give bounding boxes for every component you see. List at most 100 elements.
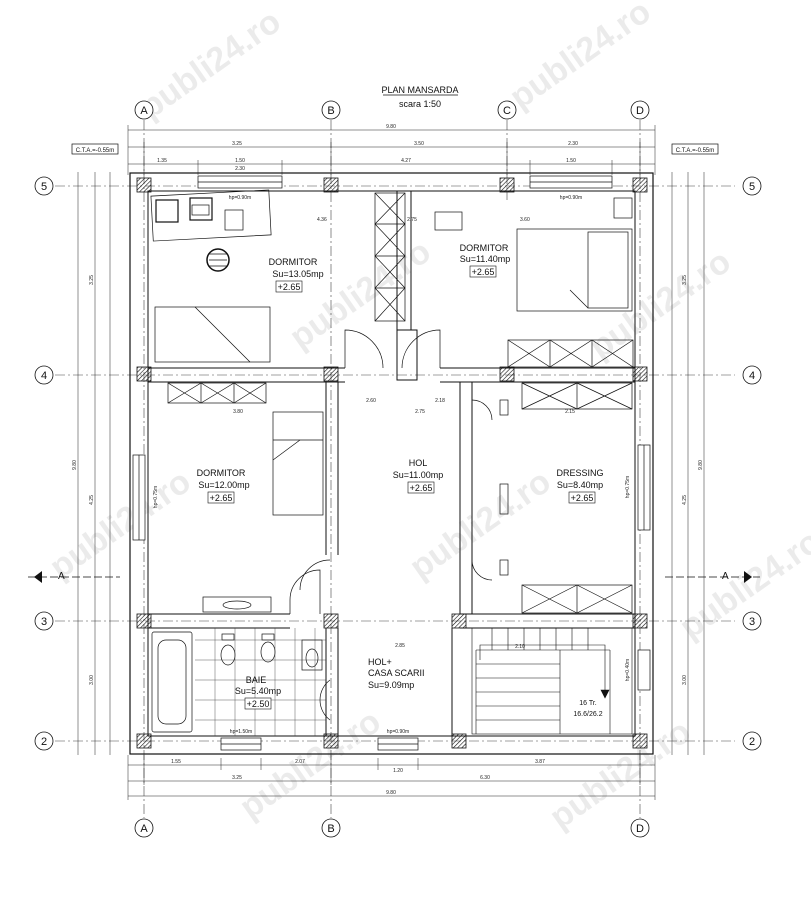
room-level: +2.65 bbox=[278, 282, 301, 292]
axis-label-3: 3 bbox=[41, 616, 47, 628]
dim-bottom-c4: 3.87 bbox=[535, 759, 545, 765]
cta-left: C.T.A.=-0.55m bbox=[76, 148, 115, 154]
bed-single-2 bbox=[272, 411, 324, 516]
axis-label-4: 4 bbox=[41, 370, 47, 382]
stair-ratio: 16.6/26.2 bbox=[573, 711, 602, 718]
bathroom-fixtures bbox=[151, 596, 323, 733]
dim-int-10: 2.75 bbox=[407, 217, 417, 223]
hp-label-4: hp=0.90m bbox=[387, 729, 409, 735]
room-name: BAIE bbox=[246, 675, 267, 685]
axis-label-2: 2 bbox=[41, 736, 47, 748]
room-name: DORMITOR bbox=[197, 468, 246, 478]
dim-top-c: 2.30 bbox=[568, 141, 578, 147]
dim-left-1: 3.25 bbox=[89, 275, 95, 285]
bed-single bbox=[154, 306, 271, 363]
room-name: DORMITOR bbox=[269, 257, 318, 267]
hp-label-7: hp=0.40m bbox=[625, 659, 631, 681]
wardrobes bbox=[167, 192, 634, 614]
axis-label-2: 2 bbox=[749, 736, 755, 748]
room-level: +2.65 bbox=[472, 267, 495, 277]
room-dormitor-2: DORMITOR Su=11.40mp +2.65 bbox=[460, 243, 511, 278]
hp-label-2: hp=0.90m bbox=[560, 195, 582, 201]
dim-top-a: 3.25 bbox=[232, 141, 242, 147]
dim-int-3: 2.15 bbox=[565, 409, 575, 415]
room-area: Su=9.09mp bbox=[368, 680, 414, 690]
room-dormitor-1: DORMITOR Su=13.05mp +2.65 bbox=[269, 257, 324, 293]
watermark: publi24.ro bbox=[233, 702, 388, 826]
axis-label-5: 5 bbox=[749, 181, 755, 193]
desk-furniture bbox=[150, 189, 633, 272]
section-markers: A A bbox=[28, 571, 760, 583]
room-level: +2.65 bbox=[571, 493, 594, 503]
room-hol: HOL Su=11.00mp +2.65 bbox=[393, 458, 443, 494]
staircase bbox=[471, 627, 633, 735]
room-level: +2.50 bbox=[247, 699, 270, 709]
cta-box-left bbox=[71, 143, 119, 155]
doors bbox=[289, 329, 493, 721]
dim-top-d1: 1.35 bbox=[157, 158, 167, 164]
room-baie: BAIE Su=5.40mp +2.50 bbox=[235, 675, 281, 710]
watermark: publi24.ro bbox=[543, 712, 698, 836]
axis-label-4: 4 bbox=[749, 370, 755, 382]
dimension-lines-top bbox=[127, 125, 656, 175]
watermark: publi24.ro bbox=[43, 462, 198, 586]
dim-top-d4: 1.50 bbox=[566, 158, 576, 164]
axis-bubbles-top: A B C D bbox=[134, 100, 650, 120]
hp-label-6: hp=0.75m bbox=[625, 476, 631, 498]
outer-walls bbox=[129, 172, 654, 755]
stair-label: 16 Tr. bbox=[579, 700, 597, 707]
hp-label-3: hp=1.50m bbox=[230, 729, 252, 735]
room-area: Su=5.40mp bbox=[235, 686, 281, 696]
watermark: publi24.ro bbox=[283, 232, 438, 356]
axis-label-b: B bbox=[327, 105, 334, 117]
dim-top-d3: 4.27 bbox=[401, 158, 411, 164]
watermark: publi24.ro bbox=[133, 2, 288, 126]
room-area: Su=8.40mp bbox=[557, 480, 603, 490]
section-label-right: A bbox=[722, 571, 729, 582]
room-dormitor-3: DORMITOR Su=12.00mp +2.65 bbox=[197, 468, 250, 504]
dim-left-2: 4.25 bbox=[89, 495, 95, 505]
dim-top-d5: 2.30 bbox=[235, 166, 245, 172]
axis-label-3: 3 bbox=[749, 616, 755, 628]
axis-label-5: 5 bbox=[41, 181, 47, 193]
room-area: Su=12.00mp bbox=[198, 480, 249, 490]
dimension-lines-bottom bbox=[127, 755, 656, 800]
dim-int-2: 2.75 bbox=[415, 409, 425, 415]
room-level: +2.65 bbox=[210, 493, 233, 503]
bed-double bbox=[516, 228, 633, 312]
room-name: HOL bbox=[409, 458, 428, 468]
room-area: Su=11.40mp bbox=[460, 254, 511, 264]
plan-scale: scara 1:50 bbox=[399, 99, 441, 109]
section-label-left: A bbox=[58, 571, 65, 582]
grid-axes bbox=[55, 120, 735, 818]
dim-left-total: 9.80 bbox=[72, 460, 78, 470]
watermark: publi24.ro bbox=[583, 242, 738, 366]
dressing-elements bbox=[499, 399, 509, 576]
dim-int-9: 2.18 bbox=[435, 398, 445, 404]
room-name: DRESSING bbox=[556, 468, 603, 478]
hp-label-1: hp=0.90m bbox=[229, 195, 251, 201]
dim-top-b: 3.50 bbox=[414, 141, 424, 147]
room-name: HOL+ bbox=[368, 657, 392, 667]
watermark: publi24.ro bbox=[673, 522, 811, 646]
structural-columns bbox=[136, 177, 648, 749]
room-name: DORMITOR bbox=[460, 243, 509, 253]
dim-bottom-b: 6.30 bbox=[480, 775, 490, 781]
dim-left-3: 3.00 bbox=[89, 675, 95, 685]
dim-int-5: 2.10 bbox=[515, 644, 525, 650]
dim-bottom-c3: 1.20 bbox=[393, 768, 403, 774]
dim-int-7: 3.60 bbox=[520, 217, 530, 223]
axis-label-b: B bbox=[327, 823, 334, 835]
bathroom-tiles bbox=[195, 628, 326, 736]
room-hol-casa-scarii: HOL+ CASA SCARII Su=9.09mp bbox=[368, 657, 425, 690]
dim-top-d2: 1.50 bbox=[235, 158, 245, 164]
axis-label-c: C bbox=[503, 105, 511, 117]
axis-label-a: A bbox=[140, 105, 148, 117]
watermark: publi24.ro bbox=[403, 462, 558, 586]
dim-int-1: 3.80 bbox=[233, 409, 243, 415]
axis-bubbles-side: 5 4 3 2 5 4 3 2 bbox=[34, 176, 762, 751]
cta-box-right bbox=[671, 143, 719, 155]
dim-top-total: 9.80 bbox=[386, 124, 396, 130]
cta-right: C.T.A.=-0.55m bbox=[676, 148, 715, 154]
